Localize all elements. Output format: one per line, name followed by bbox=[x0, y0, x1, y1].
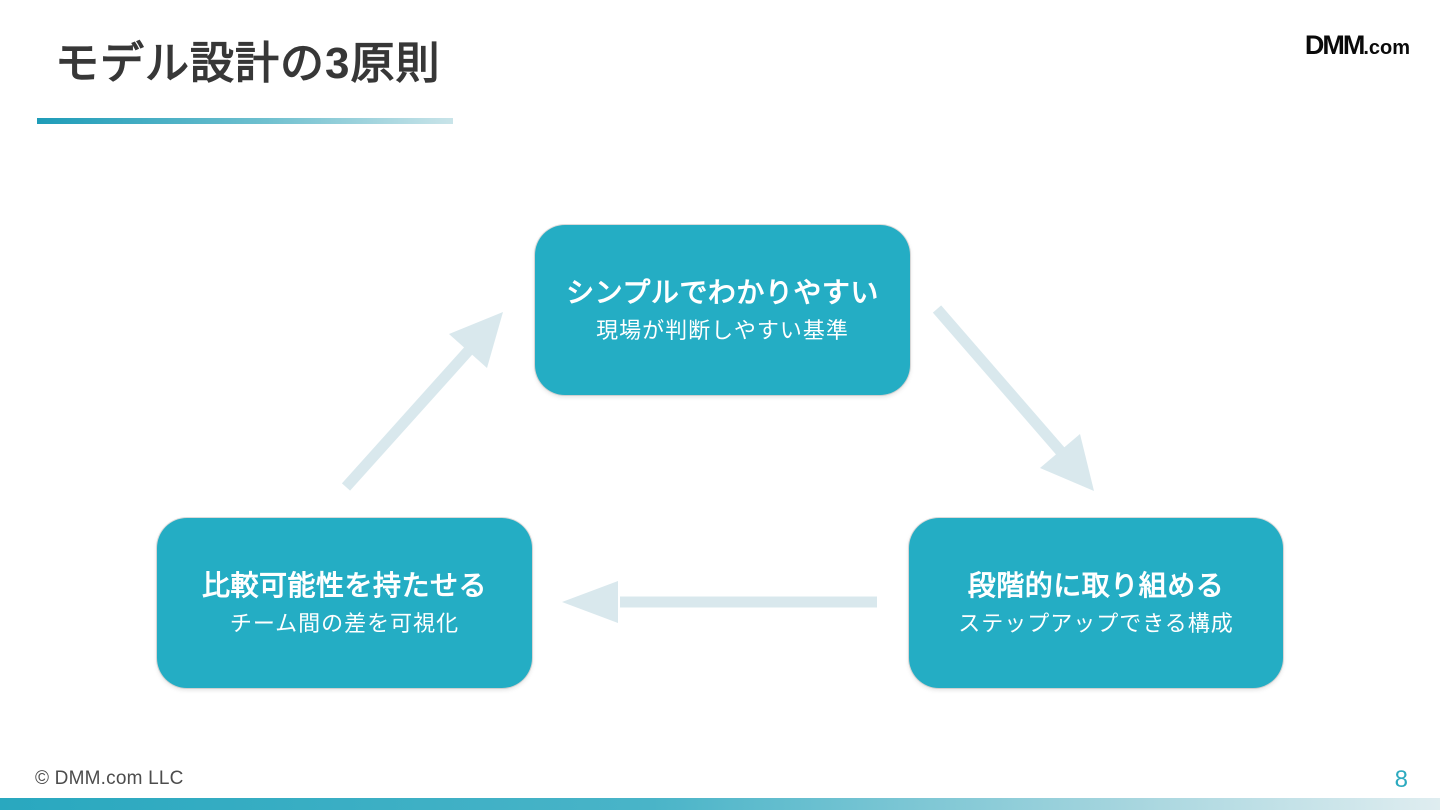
cycle-node-simple: シンプルでわかりやすい 現場が判断しやすい基準 bbox=[535, 225, 910, 395]
arrow-top-to-right bbox=[932, 305, 1094, 491]
node-title: シンプルでわかりやすい bbox=[566, 276, 879, 308]
cycle-node-stepwise: 段階的に取り組める ステップアップできる構成 bbox=[909, 518, 1283, 688]
dmm-logo-text: DMM bbox=[1304, 30, 1366, 60]
node-title: 比較可能性を持たせる bbox=[201, 569, 487, 601]
page-number: 8 bbox=[1394, 766, 1408, 793]
node-subtitle: ステップアップできる構成 bbox=[958, 610, 1234, 636]
arrow-left-to-top bbox=[341, 312, 503, 491]
arrow-right-to-left bbox=[562, 581, 877, 623]
cycle-node-comparable: 比較可能性を持たせる チーム間の差を可視化 bbox=[157, 518, 532, 688]
title-underline bbox=[37, 118, 453, 124]
footer-accent-bar bbox=[0, 798, 1440, 810]
node-subtitle: チーム間の差を可視化 bbox=[229, 610, 460, 636]
dmm-logo: DMM.com bbox=[1305, 32, 1410, 59]
node-title: 段階的に取り組める bbox=[967, 569, 1225, 601]
footer-copyright: © DMM.com LLC bbox=[35, 768, 184, 789]
node-subtitle: 現場が判断しやすい基準 bbox=[596, 317, 849, 343]
dmm-logo-com-text: .com bbox=[1363, 37, 1410, 59]
page-title: モデル設計の3原則 bbox=[55, 39, 441, 88]
